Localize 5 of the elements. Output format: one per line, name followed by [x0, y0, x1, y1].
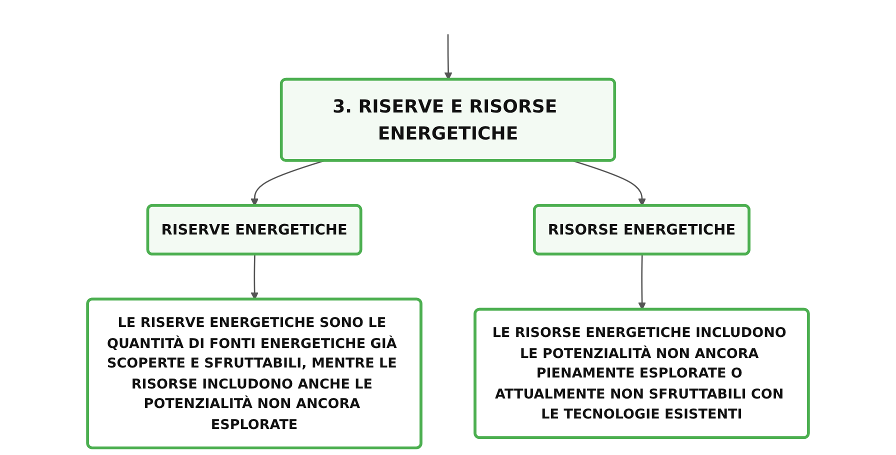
arrow	[572, 160, 646, 206]
arrow	[638, 254, 646, 310]
arrow	[250, 254, 259, 300]
arrow	[444, 34, 452, 80]
arrow	[250, 160, 324, 206]
